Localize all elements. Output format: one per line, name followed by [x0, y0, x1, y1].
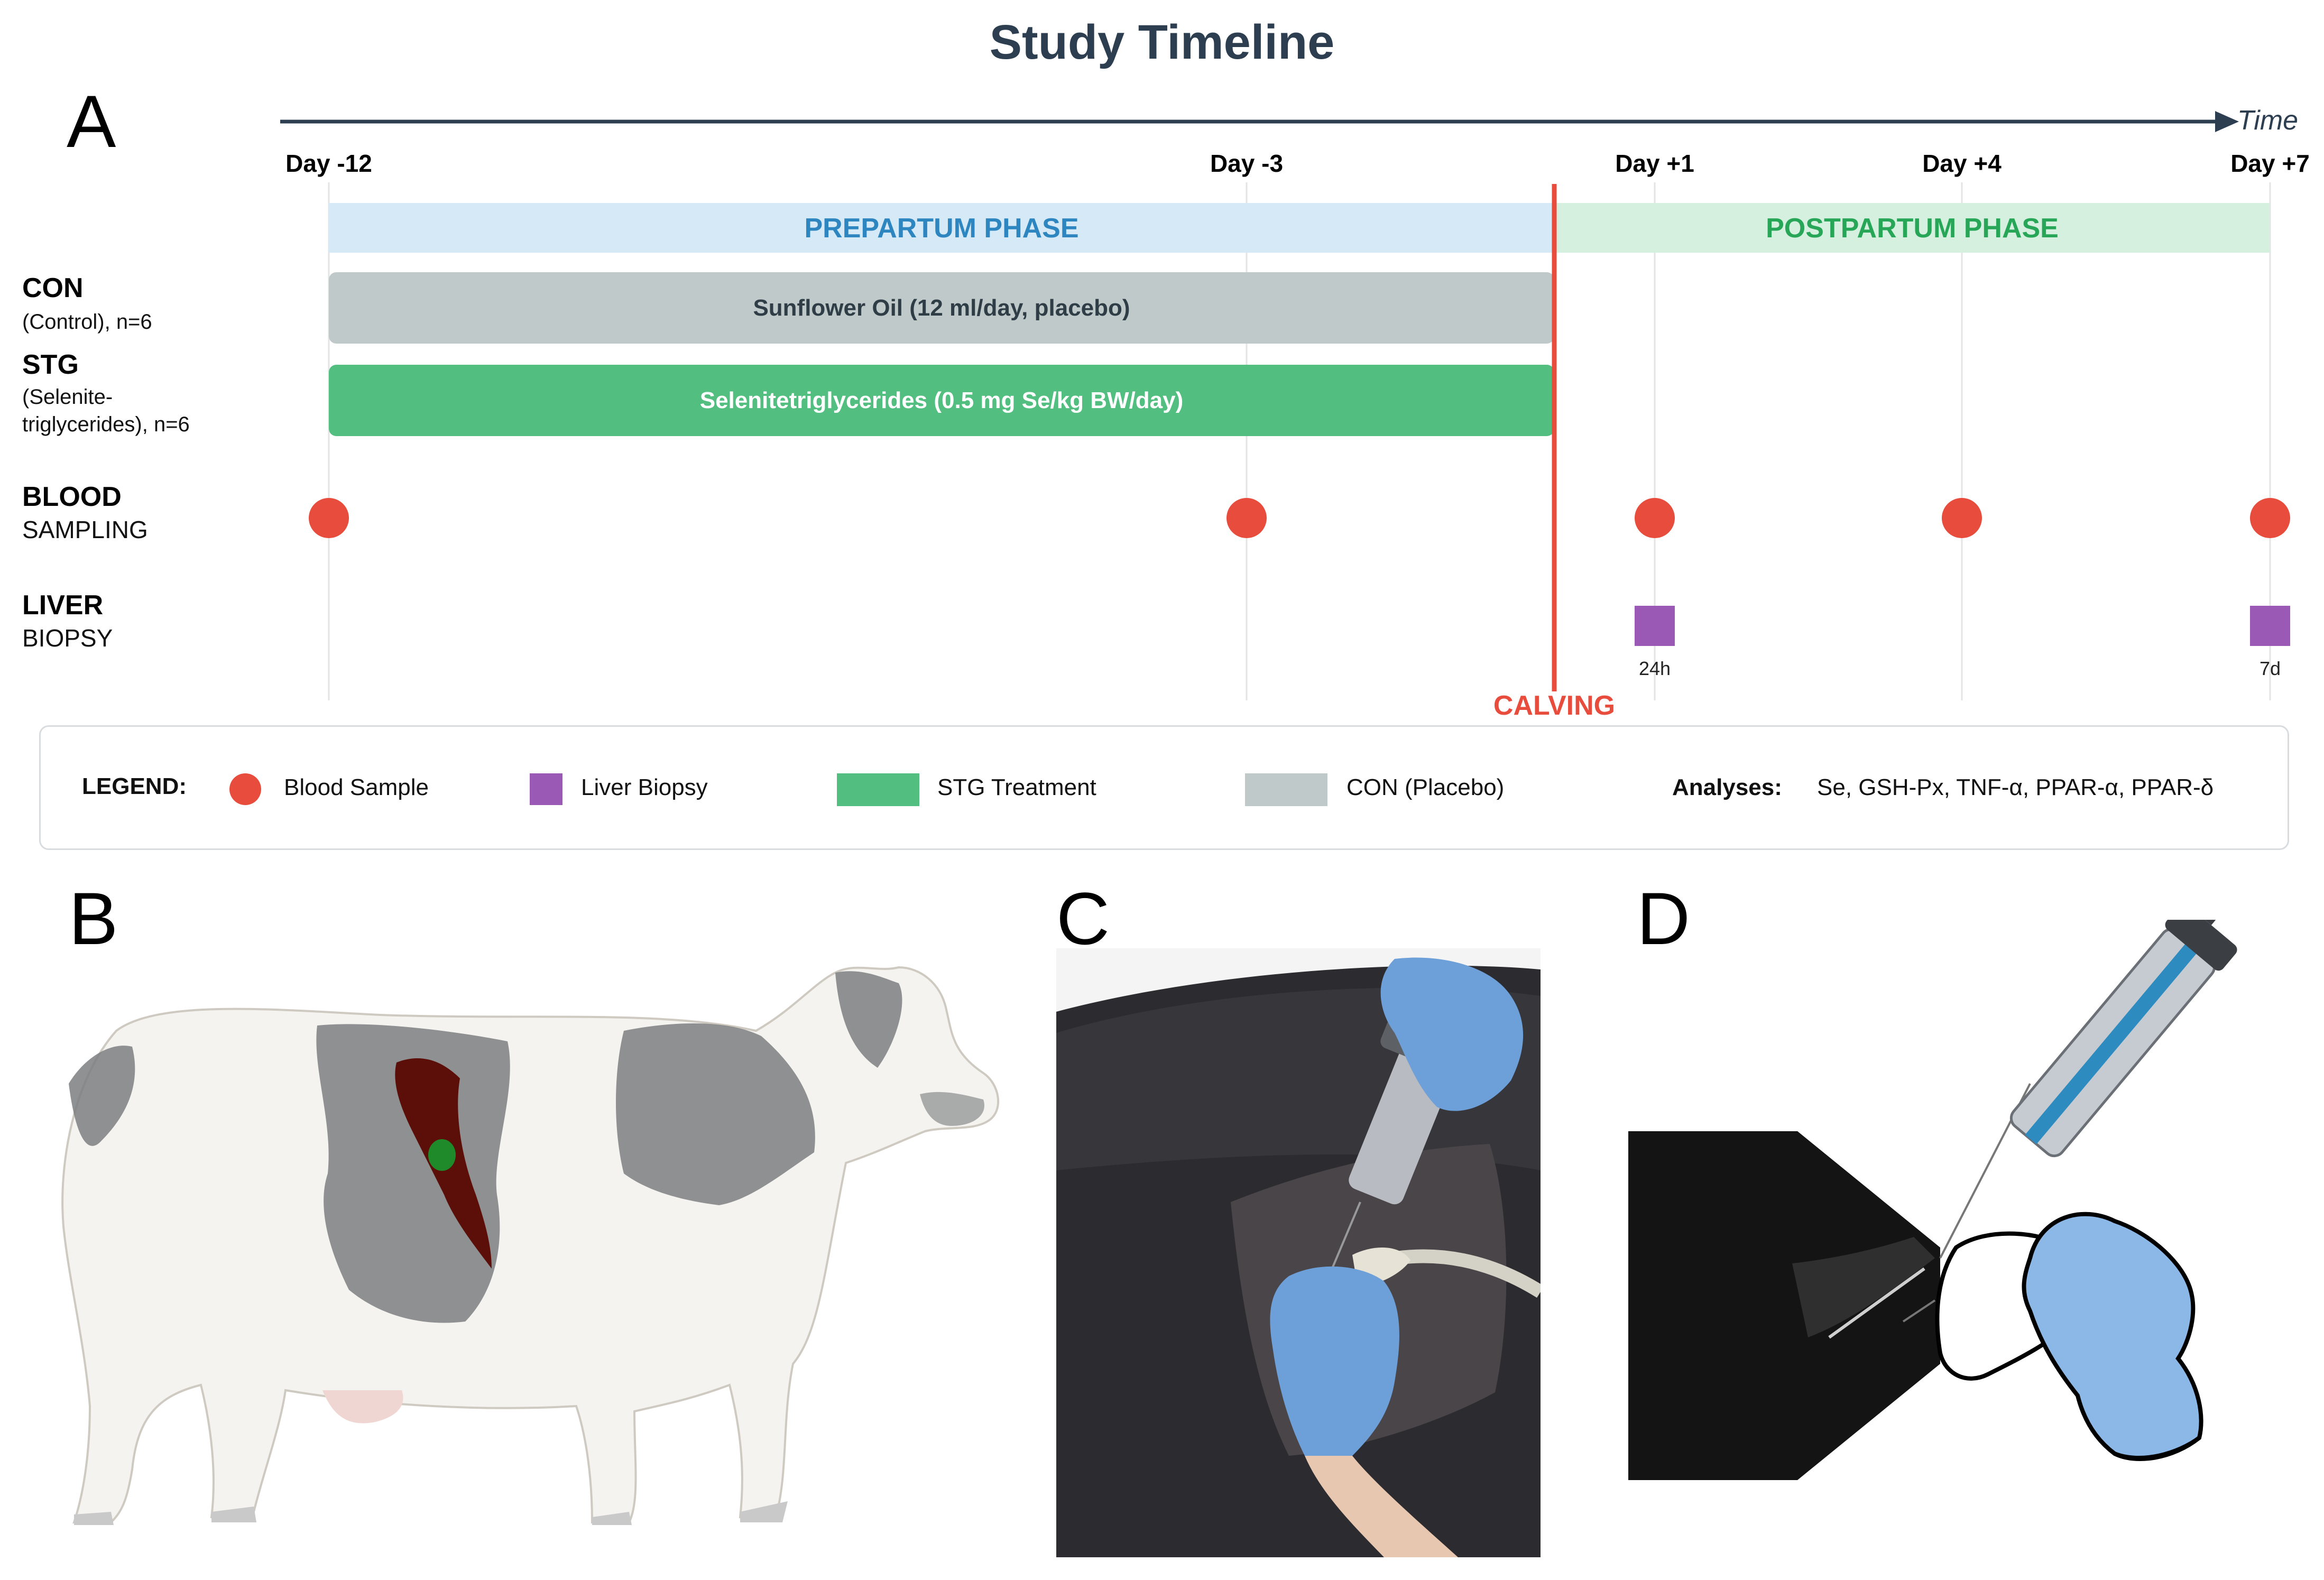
ultrasound-image	[1628, 1131, 1940, 1480]
legend-stg-treatment: STG Treatment	[937, 774, 1096, 800]
blood-row-subtitle: SAMPLING	[22, 516, 148, 543]
cow-illustration	[61, 966, 1000, 1525]
legend-heading: LEGEND:	[82, 773, 187, 799]
legend-biopsy-marker	[530, 773, 562, 805]
con-treatment-bar	[329, 272, 1554, 344]
blood-sample-marker	[1635, 498, 1675, 538]
blood-sample-marker	[309, 498, 349, 538]
legend-con-placebo: CON (Placebo)	[1347, 774, 1505, 800]
stg-row-subtitle-2: triglycerides), n=6	[22, 413, 190, 436]
day-gridlines	[328, 182, 2271, 700]
time-axis-label: Time	[2237, 105, 2299, 136]
panel-label-c: C	[1056, 877, 1110, 960]
biopsy-time-label: 24h	[1638, 658, 1671, 679]
legend-liver-biopsy: Liver Biopsy	[581, 774, 708, 800]
liver-biopsy-markers	[1635, 606, 2290, 646]
legend-box: LEGEND: Blood Sample Liver Biopsy STG Tr…	[39, 725, 2289, 850]
liver-biopsy-marker	[2250, 606, 2290, 646]
legend-con-swatch	[1245, 773, 1327, 806]
liver-biopsy-marker	[1635, 606, 1675, 646]
postpartum-phase-label: POSTPARTUM PHASE	[1766, 213, 2059, 244]
panel-label-a: A	[67, 80, 116, 163]
biopsy-needle	[1330, 1202, 1361, 1271]
timeline-canvas	[280, 111, 2290, 700]
day-label: Day +7	[2230, 150, 2310, 177]
day-label: Day -12	[285, 150, 372, 177]
biopsy-procedure-photo	[1056, 948, 1541, 1557]
postpartum-phase-band	[1554, 203, 2270, 253]
blood-sample-marker	[1226, 498, 1267, 538]
legend-analyses-heading: Analyses:	[1672, 774, 1782, 800]
liver-row-subtitle: BIOPSY	[22, 624, 113, 652]
lower-gloved-hand	[1270, 1266, 1399, 1456]
cow-silhouette	[61, 966, 1000, 1525]
blood-row-title: BLOOD	[22, 482, 122, 512]
legend-blood-sample: Blood Sample	[284, 774, 429, 800]
con-bar-label: Sunflower Oil (12 ml/day, placebo)	[753, 295, 1130, 321]
time-axis-arrowhead	[2215, 111, 2239, 132]
biopsy-gun-device	[2009, 920, 2237, 1158]
gallbladder-shape	[428, 1139, 456, 1171]
upper-gloved-hand	[1380, 957, 1524, 1111]
legend-blood-marker	[229, 773, 261, 805]
day-label: Day +4	[1922, 150, 2002, 177]
page-title: Study Timeline	[989, 15, 1335, 69]
panel-label-b: B	[69, 877, 118, 960]
blood-sample-marker	[1942, 498, 1982, 538]
forearm	[1305, 1456, 1458, 1557]
stg-row-subtitle-1: (Selenite-	[22, 385, 113, 409]
prepartum-phase-band	[329, 203, 1554, 253]
liver-row-title: LIVER	[22, 590, 104, 621]
day-label: Day -3	[1210, 150, 1284, 177]
prepartum-phase-label: PREPARTUM PHASE	[804, 213, 1079, 244]
needle-echo	[1828, 1267, 1925, 1339]
stg-treatment-bar	[329, 365, 1554, 436]
ultrasound-biopsy-schematic	[1628, 920, 2237, 1480]
calving-label: CALVING	[1493, 690, 1616, 721]
panel-label-d: D	[1637, 877, 1691, 960]
gloved-hand-outline	[2022, 1212, 2203, 1461]
con-row-title: CON	[22, 273, 84, 303]
biopsy-time-label: 7d	[2259, 658, 2281, 679]
legend-analyses-list: Se, GSH-Px, TNF-α, PPAR-α, PPAR-δ	[1817, 774, 2214, 800]
con-row-subtitle: (Control), n=6	[22, 310, 152, 334]
blood-sample-marker	[2250, 498, 2290, 538]
stg-row-title: STG	[22, 349, 79, 380]
blood-sample-markers	[309, 498, 2290, 538]
stg-bar-label: Selenitetriglycerides (0.5 mg Se/kg BW/d…	[699, 387, 1184, 413]
legend-stg-swatch	[837, 773, 919, 806]
day-label: Day +1	[1615, 150, 1694, 177]
